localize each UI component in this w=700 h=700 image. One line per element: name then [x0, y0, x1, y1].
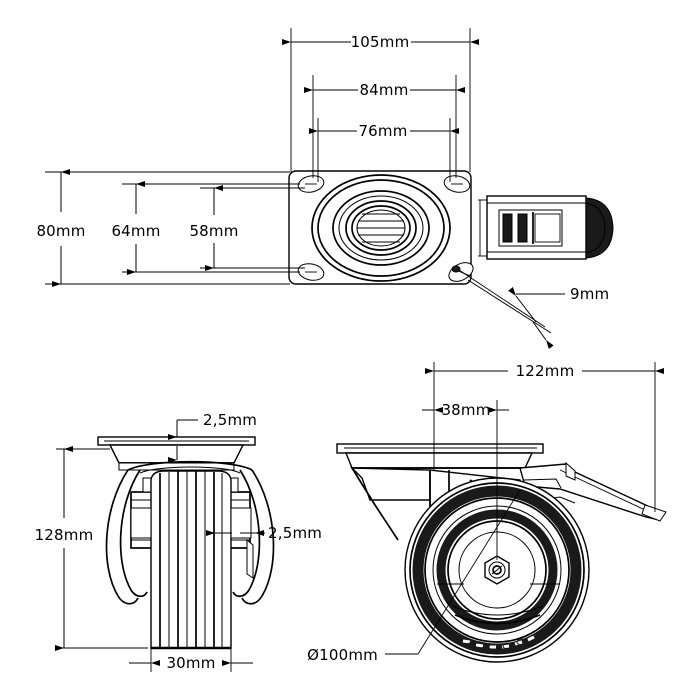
dim-38mm: 38mm	[422, 400, 509, 560]
dim-label-38mm: 38mm	[441, 401, 490, 419]
kingpin-center	[356, 209, 406, 247]
dim-label-25mm-plate: 2,5mm	[203, 411, 257, 429]
top-plan-view: 105mm 84mm 76mm	[36, 28, 614, 350]
dim-label-122mm: 122mm	[516, 362, 575, 380]
dim-label-84mm: 84mm	[359, 81, 408, 99]
dim-label-58mm: 58mm	[189, 222, 238, 240]
wheel-axle-hub	[484, 555, 510, 585]
dim-label-76mm: 76mm	[358, 122, 407, 140]
wheel-web-detail	[437, 505, 560, 651]
front-tread-grooves	[159, 471, 223, 648]
dim-25mm-fork: 2,5mm	[206, 524, 322, 542]
dim-30mm: 30mm	[129, 600, 253, 672]
fork-leg-right-inner	[232, 469, 261, 598]
side-top-plate	[336, 443, 544, 469]
side-plate-bar	[336, 443, 544, 454]
wheel-tread-end	[585, 197, 614, 259]
fork-leg-left-outer	[105, 469, 139, 605]
dim-84mm: 84mm	[304, 75, 465, 178]
dim-64mm: 64mm	[111, 181, 300, 275]
dim-25mm-plate: 2,5mm	[168, 411, 257, 463]
dim-label-9mm: 9mm	[570, 285, 609, 303]
dim-diameter-100mm: Ø100mm	[307, 489, 521, 664]
fork-leg-left-inner	[119, 469, 148, 598]
brake-housing-top	[478, 195, 614, 260]
dim-label-105mm: 105mm	[351, 33, 410, 51]
front-hub-blocks	[130, 507, 254, 579]
dim-58mm: 58mm	[189, 185, 305, 271]
dim-label-diameter-100mm: Ø100mm	[307, 646, 378, 664]
dim-label-128mm: 128mm	[35, 526, 94, 544]
side-plate-skirt	[344, 452, 534, 469]
side-elevation-view: 122mm 38mm Ø100mm	[307, 362, 667, 664]
dim-105mm: 105mm	[282, 28, 479, 172]
front-elevation-view: 2,5mm 2,5mm 128mm	[35, 411, 322, 672]
front-fork	[105, 460, 275, 605]
dim-9mm: 9mm	[458, 269, 609, 350]
dim-label-80mm: 80mm	[36, 222, 85, 240]
dim-label-30mm: 30mm	[166, 654, 215, 672]
fork-leg-right-outer	[241, 469, 275, 605]
dim-128mm: 128mm	[35, 446, 148, 651]
front-wheel-body	[150, 470, 232, 649]
dim-76mm: 76mm	[309, 118, 459, 182]
front-top-plate	[97, 436, 256, 471]
dim-122mm: 122mm	[425, 362, 664, 512]
dim-80mm: 80mm	[36, 169, 290, 287]
dim-label-25mm-fork: 2,5mm	[268, 524, 322, 542]
swivel-raceway	[311, 174, 451, 282]
dim-label-64mm: 64mm	[111, 222, 160, 240]
yoke-left-wing	[350, 467, 431, 501]
front-wheel	[150, 470, 232, 650]
